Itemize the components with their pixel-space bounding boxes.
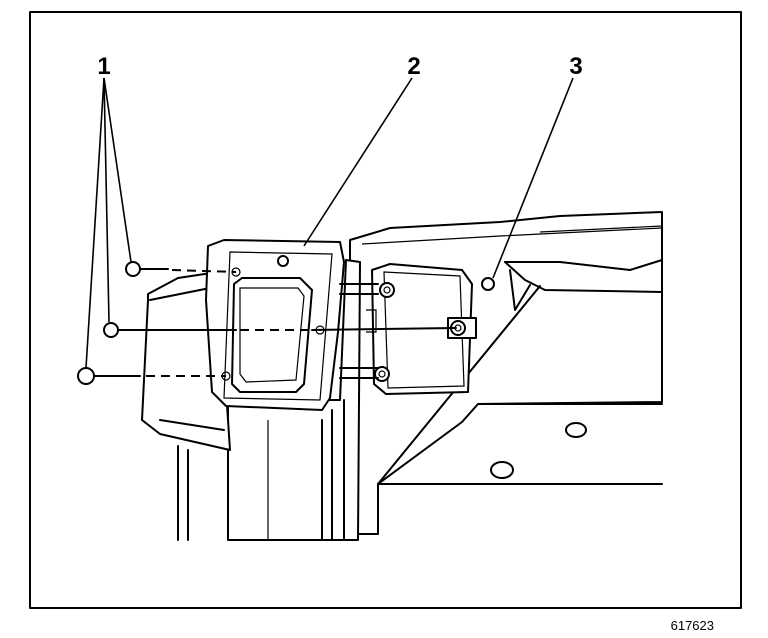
figure-border xyxy=(29,11,742,609)
bracket-hole xyxy=(277,255,289,267)
figure-id: 617623 xyxy=(671,618,714,633)
bolt-top xyxy=(125,261,241,277)
bracket-cutout xyxy=(231,277,313,393)
leader-1c xyxy=(85,77,105,369)
leader-3 xyxy=(492,77,574,279)
leader-1a xyxy=(103,77,132,263)
callout-2: 2 xyxy=(407,53,420,80)
locating-hole xyxy=(481,277,495,291)
callout-3: 3 xyxy=(569,53,582,80)
leader-1b xyxy=(103,77,110,323)
callout-1: 1 xyxy=(97,53,110,80)
leader-2 xyxy=(303,77,413,247)
nut-icon xyxy=(379,282,395,298)
bolt-middle xyxy=(103,322,457,338)
leader-lines xyxy=(85,77,574,369)
assembly-drawing xyxy=(77,211,663,541)
